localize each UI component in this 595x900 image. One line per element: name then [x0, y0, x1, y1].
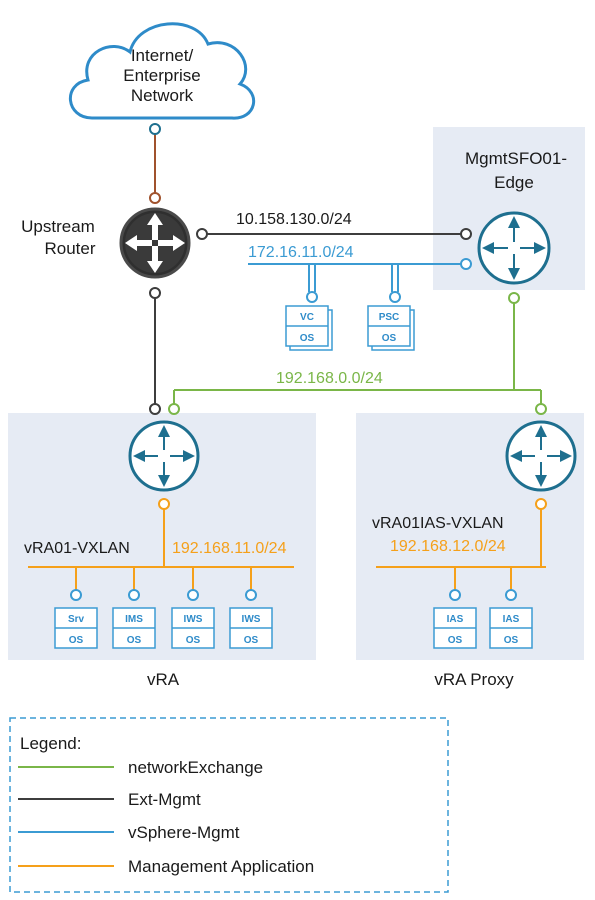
- ext-mgmt-network-label: 10.158.130.0/24: [236, 211, 352, 228]
- router-icon: [119, 207, 191, 279]
- proxy-caption: vRA Proxy: [434, 670, 514, 689]
- vra-vm-iws-1-top: IWS: [184, 614, 203, 625]
- edge-router-icon: [477, 211, 551, 285]
- vc-port: [306, 291, 318, 303]
- proxy-router-port-app: [535, 498, 547, 510]
- legend-label-ext-mgmt: Ext-Mgmt: [128, 790, 201, 809]
- vra-switch-label: vRA01-VXLAN: [24, 540, 130, 557]
- cloud-port: [149, 123, 161, 135]
- vc-vm-icon: VC OS: [285, 305, 333, 351]
- router-label-line1: Upstream: [21, 217, 95, 236]
- router-port-top: [149, 192, 161, 204]
- legend-label-app: Management Application: [128, 857, 314, 876]
- vra-vm-srv-bottom: OS: [69, 635, 84, 646]
- edge-port-exchange: [508, 292, 520, 304]
- proxy-vm-ias-2-bottom: OS: [504, 635, 519, 646]
- edge-port-vsphere: [460, 258, 472, 270]
- vra-vm-iws-1: IWS OS: [171, 567, 215, 649]
- vra-vm-iws-2-bottom: OS: [244, 635, 259, 646]
- router-port-bottom: [149, 287, 161, 299]
- cloud-label-line1: Internet/: [131, 46, 194, 65]
- vra-vm-ims-bottom: OS: [127, 635, 142, 646]
- vra-vm-srv-top: Srv: [68, 614, 85, 625]
- vra-router-port-app: [158, 498, 170, 510]
- proxy-network-label: 192.168.12.0/24: [390, 538, 506, 555]
- cloud-label-line3: Network: [131, 86, 194, 105]
- psc-vm-bottom: OS: [382, 333, 397, 344]
- vra-router-icon: [128, 420, 200, 492]
- vra-router-port-exchange: [168, 403, 180, 415]
- proxy-vm-ias-1: IAS OS: [433, 567, 477, 649]
- legend-label-exchange: networkExchange: [128, 758, 263, 777]
- proxy-vm-ias-1-bottom: OS: [448, 635, 463, 646]
- vra-router-port-ext: [149, 403, 161, 415]
- vc-vm-top: VC: [300, 312, 314, 323]
- vra-vm-ims: IMS OS: [112, 567, 156, 649]
- legend-box: [9, 717, 449, 893]
- proxy-vm-ias-1-top: IAS: [447, 614, 464, 625]
- legend-label-vsphere: vSphere-Mgmt: [128, 823, 240, 842]
- proxy-router-port-exchange: [535, 403, 547, 415]
- cloud-icon: [69, 22, 256, 120]
- edge-port-ext: [460, 228, 472, 240]
- proxy-router-icon: [505, 420, 577, 492]
- proxy-switch-label: vRA01IAS-VXLAN: [372, 515, 504, 532]
- psc-vm-icon: PSC OS: [367, 305, 415, 351]
- edge-label-line2: Edge: [494, 173, 534, 192]
- vsphere-mgmt-network-label: 172.16.11.0/24: [248, 244, 354, 261]
- cloud-label-line2: Enterprise: [123, 66, 200, 85]
- legend-title: Legend:: [20, 734, 81, 753]
- vc-vm-bottom: OS: [300, 333, 315, 344]
- vra-vm-srv: Srv OS: [54, 567, 98, 649]
- vra-vm-iws-1-bottom: OS: [186, 635, 201, 646]
- vra-vm-iws-2: IWS OS: [229, 567, 273, 649]
- vra-caption: vRA: [147, 670, 180, 689]
- router-port-right: [196, 228, 208, 240]
- vra-network-label: 192.168.11.0/24: [172, 540, 287, 557]
- psc-vm-top: PSC: [379, 312, 400, 323]
- vra-vm-iws-2-top: IWS: [242, 614, 261, 625]
- edge-label-line1: MgmtSFO01-: [465, 149, 567, 168]
- proxy-vm-ias-2: IAS OS: [489, 567, 533, 649]
- psc-port: [389, 291, 401, 303]
- vra-vm-ims-top: IMS: [125, 614, 143, 625]
- router-label-line2: Router: [44, 239, 95, 258]
- exchange-network-label: 192.168.0.0/24: [276, 370, 383, 387]
- proxy-vm-ias-2-top: IAS: [503, 614, 520, 625]
